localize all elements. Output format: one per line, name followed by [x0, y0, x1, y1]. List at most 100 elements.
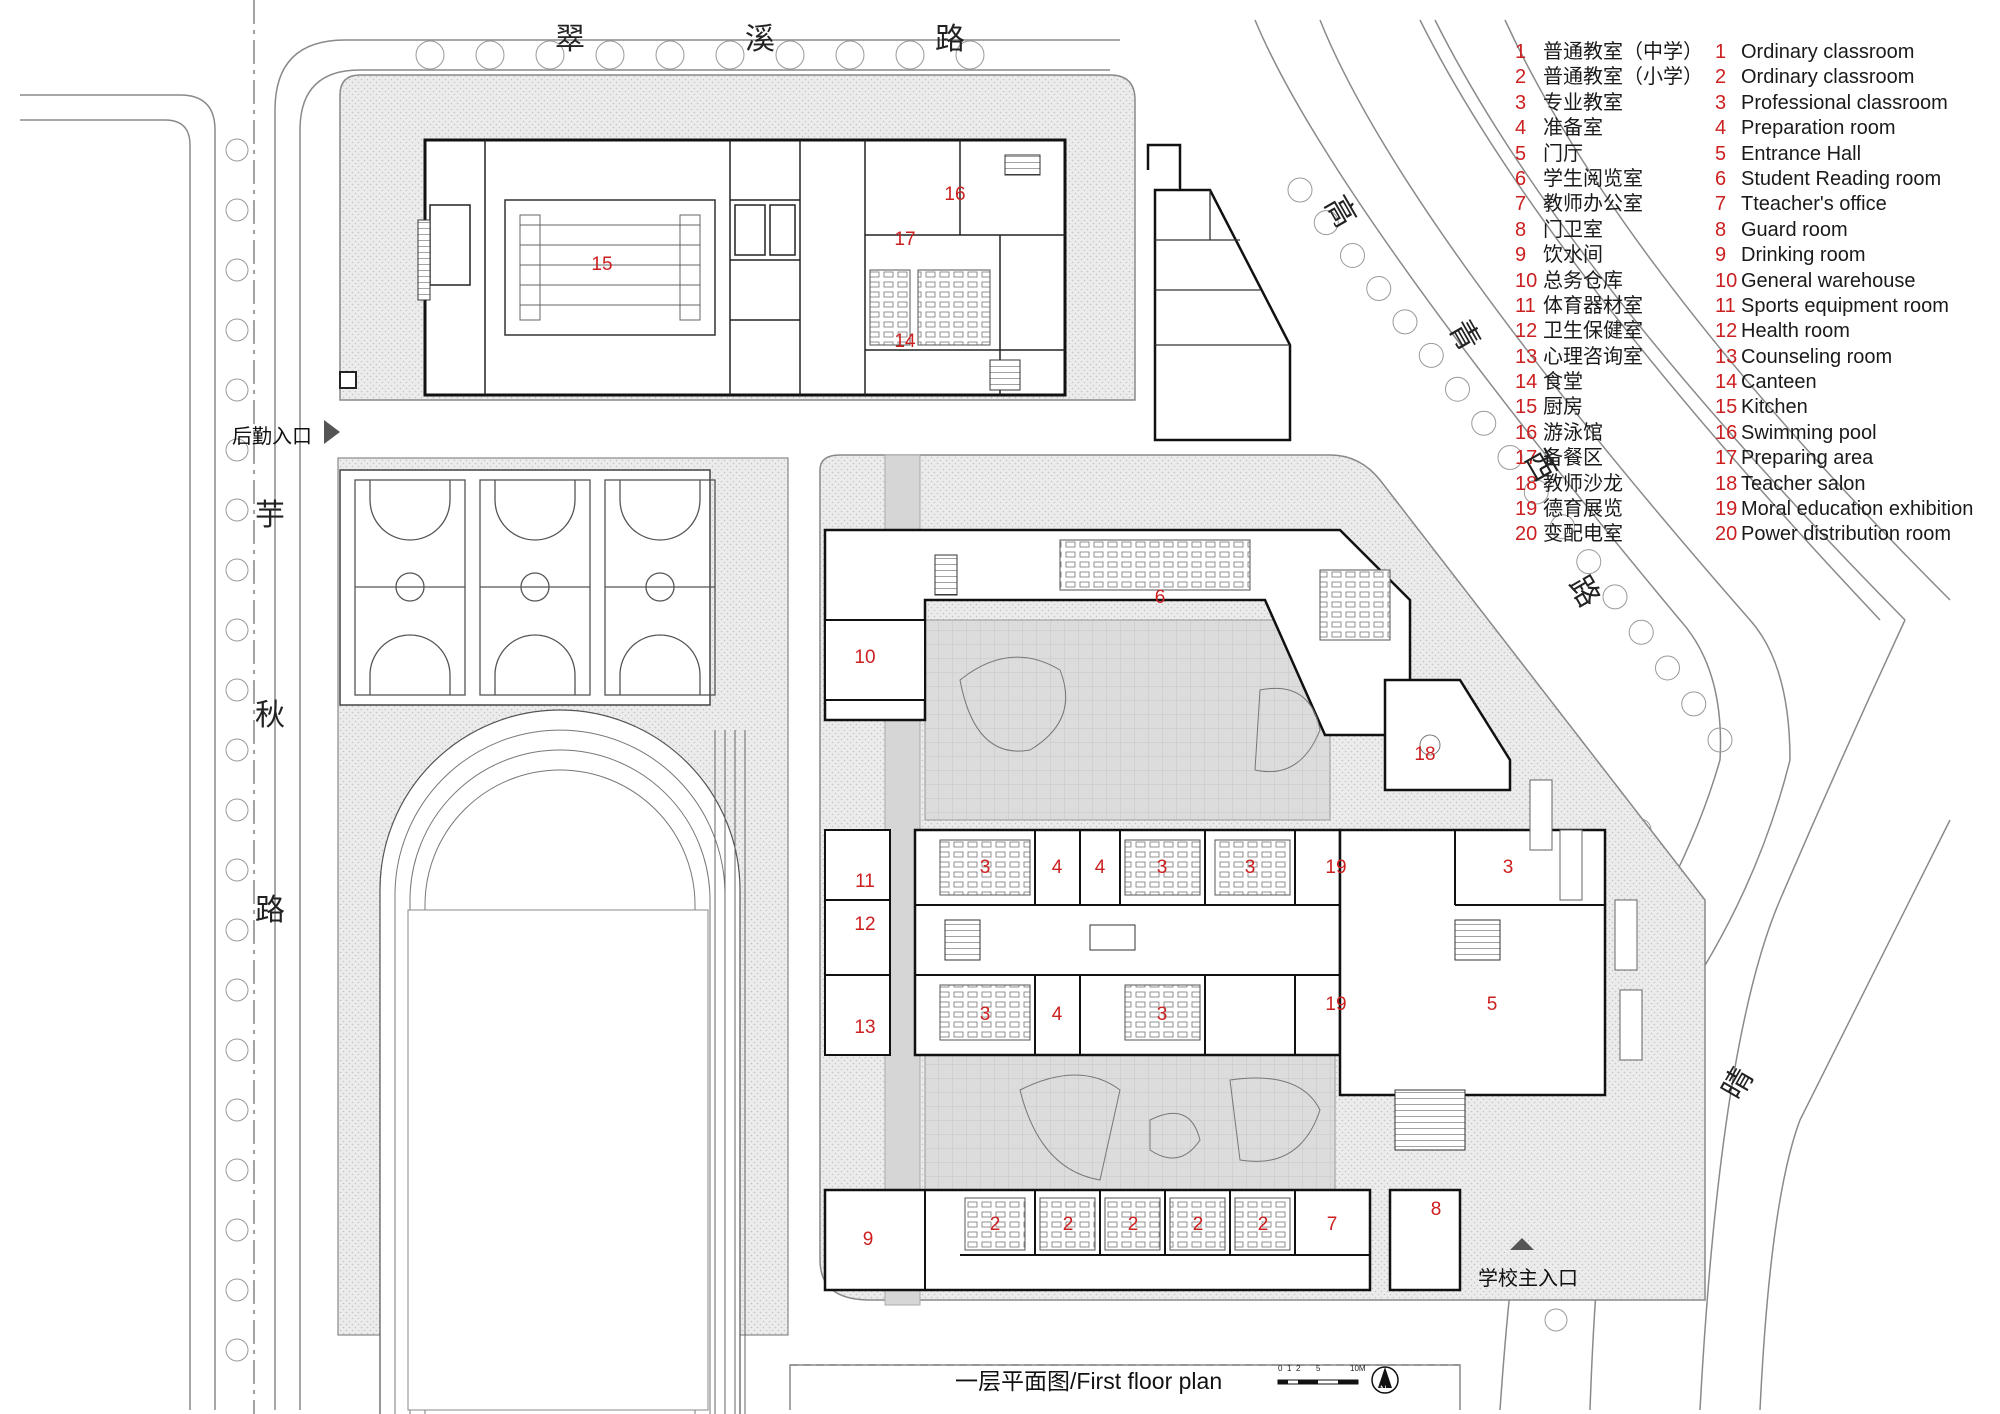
tree-symbol — [1313, 210, 1339, 236]
tree-symbol — [1523, 479, 1549, 505]
scale-label-5: 5 — [1316, 1364, 1321, 1373]
room-label: 6 — [1155, 587, 1166, 608]
legend-number-en: 13 — [1715, 345, 1738, 368]
legend-label-en: Student Reading room — [1741, 167, 1942, 190]
legend-label-en: Kitchen — [1741, 396, 1808, 419]
legend-number-cn: 15 — [1515, 396, 1538, 419]
legend-number-en: 5 — [1715, 142, 1727, 165]
legend-number-en: 14 — [1715, 371, 1738, 394]
legend-number-en: 9 — [1715, 244, 1727, 267]
tree-symbol — [225, 918, 249, 942]
tree-symbol — [775, 40, 805, 70]
legend-number-cn: 16 — [1515, 421, 1538, 444]
room-label: 13 — [854, 1017, 875, 1038]
legend-number-cn: 4 — [1515, 117, 1527, 140]
room-label: 2 — [1258, 1214, 1269, 1235]
tree-symbol — [595, 40, 625, 70]
legend-label-en: Power distribution room — [1741, 523, 1952, 546]
legend-label-cn: 门厅 — [1543, 142, 1583, 165]
tree-symbol — [225, 798, 249, 822]
scale-label-10: 10M — [1350, 1364, 1366, 1373]
legend-label-en: Swimming pool — [1741, 421, 1877, 444]
legend-row: 5 门厅 5 Entrance Hall — [1515, 142, 1995, 167]
tree-symbol — [1392, 309, 1418, 335]
legend-number-cn: 12 — [1515, 320, 1538, 343]
legend-number-en: 8 — [1715, 218, 1727, 241]
legend-number-en: 18 — [1715, 472, 1738, 495]
legend-label-en: Entrance Hall — [1741, 142, 1862, 165]
tree-symbol — [1544, 1308, 1568, 1332]
room-label: 9 — [863, 1229, 874, 1250]
legend-label-cn: 学生阅览室 — [1543, 167, 1643, 190]
legend-number-cn: 10 — [1515, 269, 1538, 292]
legend-number-cn: 3 — [1515, 91, 1527, 114]
tree-symbol — [535, 40, 565, 70]
tree-symbol — [225, 1038, 249, 1062]
main-entrance-marker — [1510, 1238, 1534, 1250]
legend-number-cn: 1 — [1515, 41, 1527, 63]
legend-number-en: 20 — [1715, 523, 1738, 546]
legend-label-cn: 普通教室（中学） — [1543, 41, 1703, 63]
legend-label-en: Moral education exhibition — [1741, 498, 1974, 521]
road-name-north-3: 路 — [935, 23, 965, 56]
legend-row: 1 普通教室（中学） 1 Ordinary classroom — [1515, 40, 1995, 65]
tree-symbol — [1497, 445, 1523, 470]
legend-label-en: Professional classroom — [1741, 91, 1948, 114]
tree-symbol — [835, 40, 865, 70]
room-label: 4 — [1052, 857, 1063, 878]
legend-label-en: Counseling room — [1741, 345, 1893, 368]
legend-number-cn: 8 — [1515, 218, 1527, 241]
room-label: 10 — [854, 647, 875, 668]
tree-symbol — [225, 258, 249, 282]
legend-label-en: Ordinary classroom — [1741, 41, 1915, 63]
tree-symbol — [415, 40, 445, 70]
scale-label-0: 0 — [1278, 1364, 1283, 1373]
tree-symbol — [225, 378, 249, 402]
tree-symbol — [1576, 549, 1602, 575]
tree-symbol — [225, 498, 249, 522]
legend-number-cn: 5 — [1515, 142, 1527, 165]
room-label: 17 — [894, 229, 915, 250]
tree-symbol — [225, 678, 249, 702]
room-label: 3 — [980, 857, 991, 878]
legend-number-cn: 18 — [1515, 472, 1538, 495]
school-building — [823, 454, 1607, 1306]
legend-label-cn: 变配电室 — [1543, 523, 1623, 546]
scale-label-1: 1 — [1287, 1364, 1292, 1373]
legend-label-en: General warehouse — [1741, 269, 1916, 292]
tree-symbol — [1655, 655, 1680, 681]
road-name-west-1: 芋 — [255, 499, 285, 532]
legend-number-en: 19 — [1715, 498, 1738, 521]
legend-number-en: 1 — [1715, 41, 1727, 63]
tree-symbol — [225, 1098, 249, 1122]
north-arrow — [1371, 1366, 1399, 1394]
legend-number-cn: 17 — [1515, 447, 1538, 470]
room-label: 4 — [1052, 1004, 1063, 1025]
room-label: 11 — [855, 871, 875, 892]
tree-symbol — [475, 40, 505, 70]
tree-symbol — [1366, 276, 1392, 302]
tree-symbol — [225, 1218, 249, 1242]
room-label: 19 — [1325, 857, 1346, 878]
tree-symbol — [225, 558, 249, 582]
scale-label-2: 2 — [1296, 1364, 1301, 1373]
tree-symbol — [1287, 177, 1313, 203]
legend-number-cn: 20 — [1515, 523, 1538, 546]
legend-number-en: 16 — [1715, 421, 1738, 444]
tree-symbol — [1340, 242, 1365, 268]
legend-label-en: Ordinary classroom — [1741, 66, 1915, 89]
legend-number-en: 15 — [1715, 396, 1738, 419]
